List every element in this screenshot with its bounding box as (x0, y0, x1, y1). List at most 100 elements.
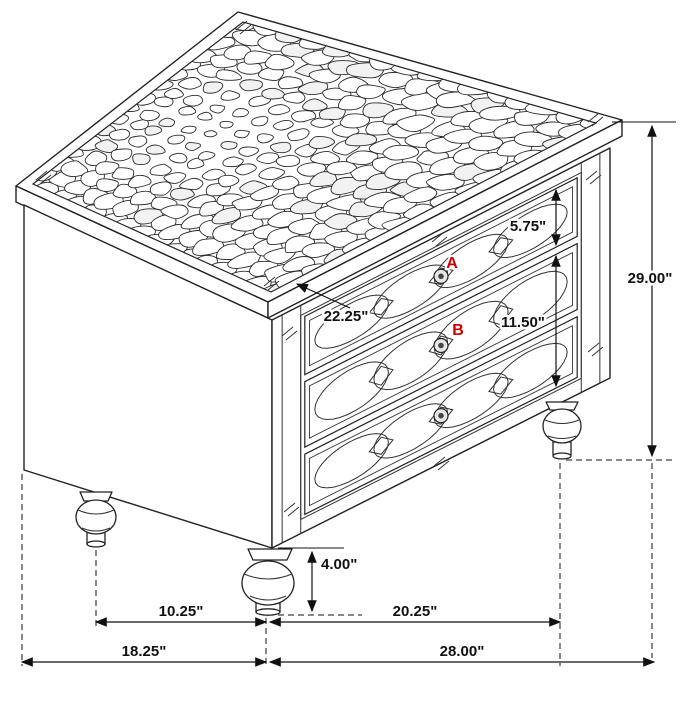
part-label-a: A (446, 255, 458, 272)
dim-drawer-a-height-label: 5.75" (510, 218, 546, 235)
croc-scale (330, 176, 368, 196)
croc-scale (367, 211, 401, 230)
croc-scale (232, 108, 249, 118)
croc-scale (149, 163, 172, 176)
nightstand (15, 11, 623, 616)
mirror-hatch (35, 170, 48, 181)
croc-scale (230, 214, 264, 232)
croc-scale (167, 134, 186, 145)
croc-scale (378, 71, 414, 89)
croc-scale (258, 67, 285, 81)
mirror-hatch (589, 174, 602, 185)
croc-scale (309, 171, 338, 187)
croc-scale (269, 141, 292, 154)
mirror-hatch (235, 20, 248, 31)
mirror-hatch (239, 24, 252, 35)
mirror-hatch (283, 502, 296, 513)
mirror-hatch-marks (35, 20, 604, 517)
drawer-inner-border (309, 251, 573, 439)
drawer-inner-border (309, 324, 573, 507)
mirror-hatch (431, 232, 444, 243)
croc-scale (197, 111, 213, 121)
croc-scale (96, 178, 119, 192)
croc-scale (287, 128, 310, 141)
drawer-oval-ornament (373, 403, 449, 459)
drawer-diamond-ornament (368, 436, 394, 455)
foot-turning-line (81, 527, 111, 532)
drawer-oval-ornament (493, 342, 568, 399)
drawer-diamond-ornament (488, 305, 514, 326)
croc-scale (308, 136, 336, 150)
front-bun-foot (241, 548, 295, 616)
croc-scale (326, 161, 358, 176)
croc-scale (435, 91, 477, 109)
croc-scale (94, 139, 119, 154)
drawer-oval-ornament (314, 361, 389, 421)
croc-scale (249, 185, 280, 202)
dim-overall-height-label: 29.00" (628, 270, 673, 287)
drawer-oval-ornament (314, 433, 389, 489)
croc-scale (345, 150, 379, 165)
mirror-hatch (591, 346, 604, 357)
mirror-hatch (435, 236, 448, 247)
drawer-knob-center (438, 273, 444, 280)
crocodile-texture (33, 22, 596, 292)
drawer-oval-ornament (373, 331, 449, 391)
dim-foot-height-label: 4.00" (321, 556, 357, 573)
feet (75, 401, 582, 616)
mirror-hatch (267, 280, 280, 291)
cabinet-body (23, 20, 611, 549)
drawer-diamond-ornament (368, 365, 394, 386)
mirror-hatch (39, 174, 52, 185)
croc-scale (158, 117, 176, 128)
croc-scale (248, 260, 279, 277)
croc-scale (404, 78, 440, 96)
foot-turning-line (249, 595, 287, 601)
croc-scale (169, 187, 195, 201)
croc-scale (144, 125, 163, 136)
croc-scale (337, 95, 367, 111)
mirror-hatch (591, 116, 604, 127)
croc-scale (403, 186, 438, 204)
croc-scale (111, 167, 135, 180)
drawer-knob-center (438, 342, 444, 349)
mirror-hatch (585, 170, 598, 181)
right-bun-foot (542, 401, 582, 460)
dim-front-span-label: 20.25" (393, 603, 438, 620)
drawer-oval-ornament (493, 203, 568, 259)
croc-scale (95, 161, 120, 175)
croc-scale (291, 110, 317, 123)
croc-scale (310, 117, 334, 128)
croc-scale (130, 119, 149, 131)
croc-scale (178, 105, 197, 116)
croc-scale (339, 113, 370, 129)
mirror-hatch (433, 456, 446, 467)
croc-scale (264, 53, 295, 71)
croc-scale (198, 151, 216, 161)
mirror-hatch (263, 276, 276, 287)
croc-scale (145, 144, 166, 155)
foot-turning-line (544, 419, 580, 424)
left-bun-foot (75, 491, 117, 548)
top-slab (15, 11, 623, 319)
croc-scale (215, 69, 243, 81)
dimensions: 29.00" 5.75" 11.50" 22.25" A B 4.00" 10.… (20, 121, 676, 667)
croc-scale (163, 88, 184, 100)
croc-scale (139, 109, 160, 122)
croc-scale (238, 146, 259, 157)
croc-scale (187, 157, 205, 170)
croc-scale (479, 105, 521, 121)
croc-scale (192, 238, 225, 256)
foot-collar (545, 401, 579, 411)
drawer-oval-ornament (493, 270, 568, 330)
croc-scale (220, 141, 238, 150)
croc-scale (110, 148, 133, 162)
croc-scale (185, 142, 202, 152)
foot-turning-line (243, 573, 293, 580)
croc-scale (219, 121, 234, 129)
croc-scale (234, 163, 257, 176)
foot-turning-line (77, 509, 115, 515)
drawer-fronts (304, 176, 578, 516)
drawer-front-2 (304, 242, 578, 449)
